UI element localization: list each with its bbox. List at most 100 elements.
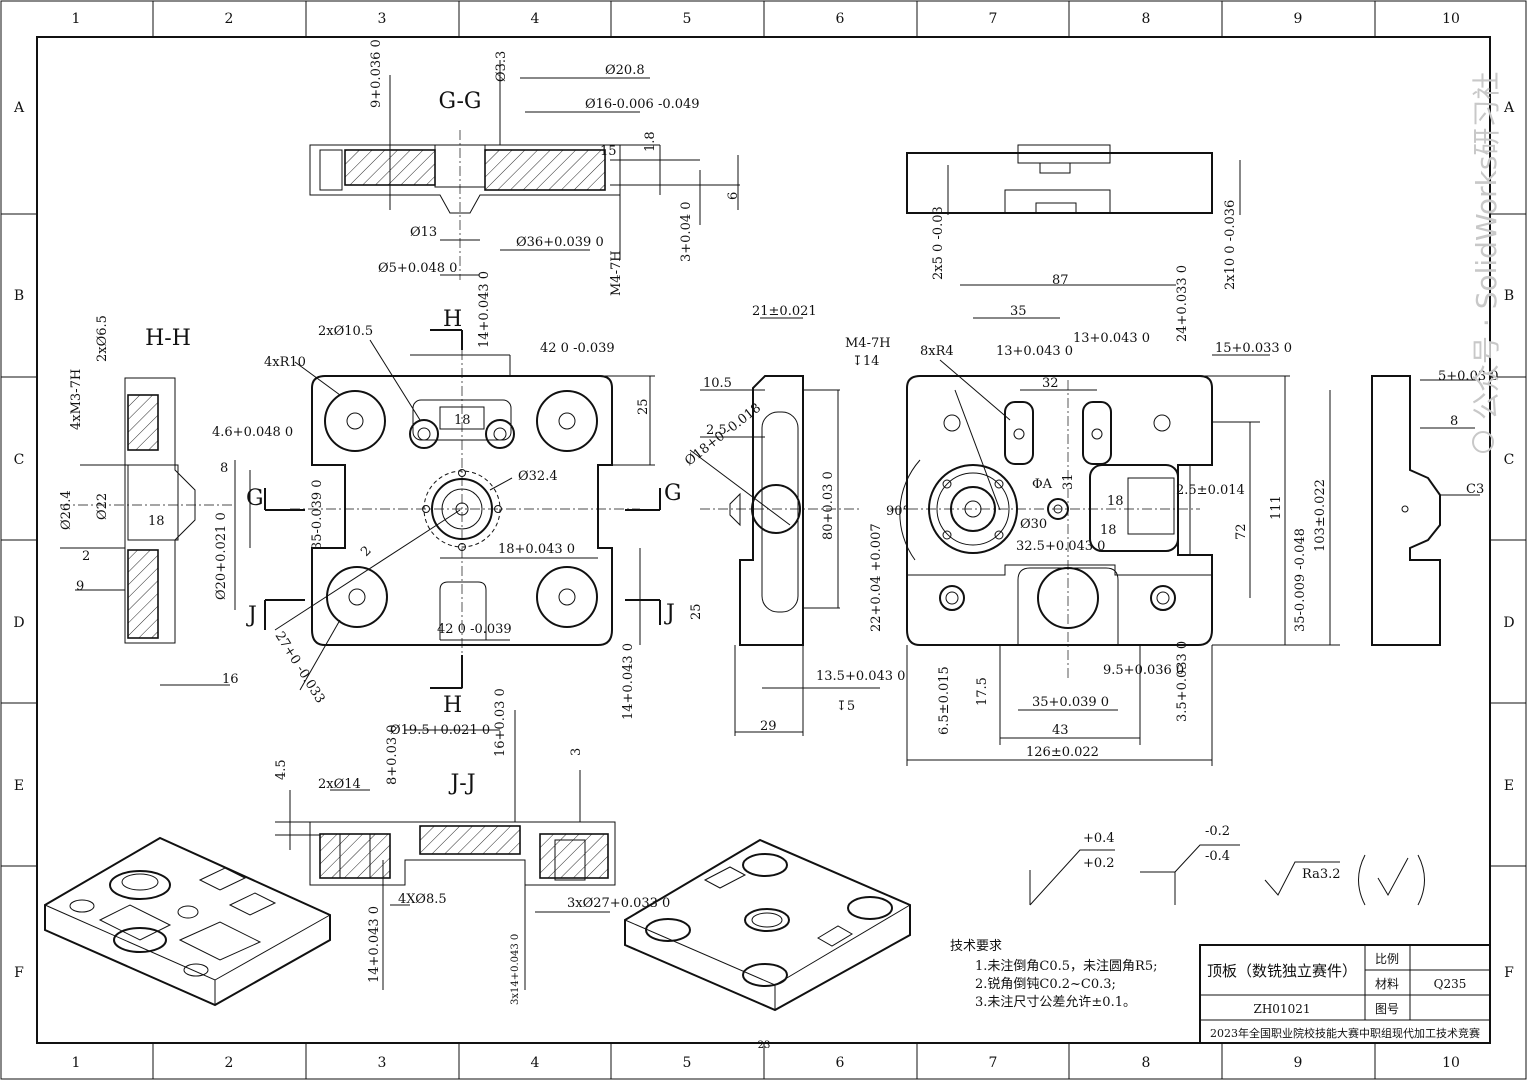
section-view-hh: H-H 2xØ6.5 4xM3-7H 4.6+0.048 0 8 Ø26.4 Ø… [59,315,293,687]
dim-label: 4.6+0.048 0 [212,425,293,440]
dim-label: 4xM3-7H [69,369,84,430]
dim-label: Ø5+0.048 0 [378,261,457,276]
col-label: 6 [836,11,845,27]
row-label: B [14,288,24,304]
dim-label: 25 [636,398,651,415]
col-label: 10 [1442,11,1460,27]
dim-label: 18 [1107,494,1124,509]
dim-label: 27+0 -0.033 [272,629,328,706]
dim-label: 14+0.043 0 [477,271,492,348]
dim-label: 126±0.022 [1026,745,1099,760]
dim-label: 5+0.03 0 [1438,369,1499,384]
dim-label: 32 [1042,376,1059,391]
isometric-view-left [44,836,331,1007]
row-label: E [1504,778,1514,794]
dim-label: C3 [1466,482,1484,497]
plan-view-right: 87 35 M4-7H ↧14 8xR4 13+0.043 0 13+0.043… [845,265,1340,766]
dim-label: 103±0.022 [1313,479,1328,552]
dim-label: 2x10 0 -0.036 [1223,200,1238,290]
row-label: A [1503,100,1515,116]
row-label: B [1504,288,1514,304]
dim-label: 2xØ6.5 [95,315,110,362]
side-view-far-right: 5+0.03 0 8 C3 [1371,369,1499,646]
section-cut-label: H [443,307,462,332]
dim-label: 9 [76,579,84,594]
roughness-value: Ra3.2 [1302,867,1341,882]
view-title: G-G [439,89,482,114]
section-view-gg: G-G 9+0.036 0 Ø3.3 Ø20.8 Ø16-0.006 -0.04… [309,39,741,296]
dim-label: 2xØ14 [318,777,361,792]
row-label: F [14,965,24,981]
dim-label: 87 [1052,273,1069,288]
view-title: H-H [145,326,191,351]
col-label: 8 [1142,1055,1151,1071]
dim-label: 8+0.03 0 [385,724,400,785]
row-label: D [13,615,24,631]
col-label: 2 [225,11,234,27]
row-label: A [13,100,25,116]
dim-label: Ø30 [1020,517,1047,532]
dim-label: 43 [1052,723,1069,738]
col-label: 1 [72,11,81,27]
row-label: F [1504,965,1514,981]
dim-label: Ø36+0.039 0 [516,235,604,250]
page-number: 23 [758,1040,771,1051]
note-item: 3.未注尺寸公差允许±0.1。 [975,994,1136,1010]
dim-label: Ø20+0.021 0 [214,512,229,600]
part-name: 顶板（数铣独立赛件） [1207,962,1357,980]
dim-label: ↧5 [836,699,855,714]
drawing-number: ZH01021 [1254,1002,1311,1016]
dim-label: Ø22 [95,493,110,520]
dim-label: 31 [1061,473,1076,490]
section-cut-label: G [246,486,264,511]
dim-label: 15 [600,144,617,159]
dim-label: 4XØ8.5 [398,892,447,907]
dim-label: Ø19.5+0.021 0 [390,723,490,738]
plan-view-main: 4xR10 2xØ10.5 H 14+0.043 0 42 0 -0.039 1… [246,271,704,720]
material-value: Q235 [1434,977,1467,991]
col-label: 3 [378,11,387,27]
dim-label: 10.5 [703,376,732,391]
watermark-text: 公众号 · SolidWorks研习社 [1470,72,1503,420]
dim-label: 3 [569,748,584,756]
dim-label: 2.5±0.014 [1176,483,1245,498]
dim-label: 3.5+0.033 0 [1175,641,1190,722]
dim-label: 13+0.043 0 [1073,331,1150,346]
elevation-view-top-right: 2x5 0 -0.03 2x10 0 -0.036 [906,144,1241,290]
dim-label: 24+0.033 0 [1175,265,1190,342]
dim-label: 9.5+0.036 0 [1103,663,1184,678]
section-cut-label: J [664,601,675,626]
col-label: 3 [378,1055,387,1071]
dim-label: 42 0 -0.039 [437,622,512,637]
dim-label: 111 [1269,495,1284,520]
dim-label: 14+0.043 0 [621,643,636,720]
dim-label: 22+0.04 +0.007 [869,523,884,632]
col-label: 6 [836,1055,845,1071]
dim-label: 80+0.03 0 [821,471,836,540]
dim-label: 1.8 [643,131,658,152]
technical-requirements: 技术要求 1.未注倒角C0.5，未注圆角R5; 2.锐角倒钝C0.2~C0.3;… [950,939,1157,1010]
dim-label: 42 0 -0.039 [540,341,615,356]
dim-label: 35-0.039 0 [310,479,325,550]
dim-label: 25 [689,603,704,620]
tolerance-symbol-2: -0.2 -0.4 [1140,824,1240,905]
col-label: 5 [683,11,692,27]
scale-label: 比例 [1375,952,1399,966]
dim-label: 8xR4 [920,344,954,359]
dim-label: 18+0.043 0 [498,542,575,557]
dim-label: 2.5 [706,423,727,438]
tolerance-symbol: +0.4 +0.2 [1029,831,1115,906]
zone-labels: 1 2 3 4 5 6 7 8 9 10 1 2 3 4 5 6 7 8 9 1… [13,11,1515,1071]
dim-label: 18 [148,514,165,529]
col-label: 7 [989,1055,998,1071]
material-label: 材料 [1375,977,1399,991]
row-label: C [14,452,25,468]
dim-label: 4xR10 [264,355,306,370]
view-title: J-J [448,771,475,796]
note-item: 2.锐角倒钝C0.2~C0.3; [975,977,1116,992]
tolerance-lower: +0.2 [1083,856,1115,871]
dim-label: ↧14 [852,354,879,369]
section-cut-label: J [246,603,257,628]
